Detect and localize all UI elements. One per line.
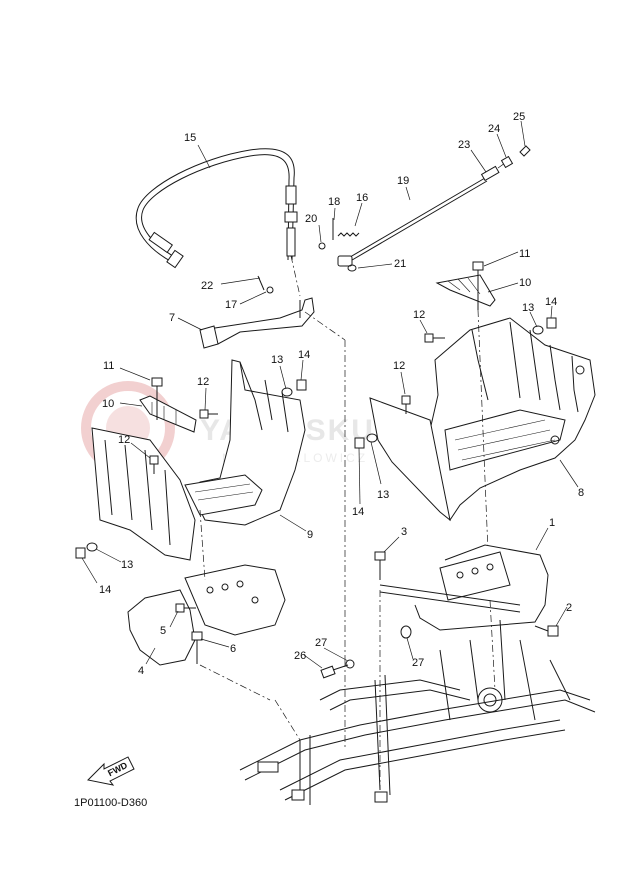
callout-13-right: 13 — [522, 302, 534, 314]
callout-13-center: 13 — [377, 489, 389, 501]
callout-11-right: 11 — [519, 248, 530, 260]
callout-27-right: 27 — [412, 657, 424, 669]
callout-12-left-upper: 12 — [197, 376, 209, 388]
callout-labels: 15 25 24 23 19 18 16 20 21 22 17 7 11 10… — [99, 111, 584, 677]
callout-27-left: 27 — [315, 637, 327, 649]
callout-11-left: 11 — [103, 360, 114, 372]
callout-21: 21 — [394, 258, 406, 270]
right-footrest — [369, 317, 596, 522]
diagram-code: 1P01100-D360 — [74, 797, 147, 809]
callout-19: 19 — [397, 175, 409, 187]
callout-12-right-lower: 12 — [393, 360, 405, 372]
callout-13-left: 13 — [121, 559, 133, 571]
callout-20: 20 — [305, 213, 317, 225]
callout-16: 16 — [356, 192, 368, 204]
callout-5: 5 — [160, 625, 166, 637]
callout-14-center: 14 — [352, 506, 364, 518]
callout-23: 23 — [458, 139, 470, 151]
callout-3: 3 — [401, 526, 407, 538]
callout-26: 26 — [294, 650, 306, 662]
forward-arrow-icon: FWD — [86, 756, 135, 786]
callout-12-right-upper: 12 — [413, 309, 425, 321]
brake-rod — [318, 145, 531, 272]
callout-22: 22 — [201, 280, 213, 292]
callout-15: 15 — [184, 132, 196, 144]
callout-17: 17 — [225, 299, 237, 311]
callout-25: 25 — [513, 111, 525, 123]
left-footrest-pad — [75, 377, 307, 581]
brake-pedal — [199, 275, 346, 660]
left-footrest — [91, 359, 306, 561]
callout-7: 7 — [169, 312, 175, 324]
callout-10-left: 10 — [102, 398, 114, 410]
right-bolts — [354, 317, 557, 449]
brake-cable — [135, 148, 301, 297]
right-bracket — [374, 544, 559, 790]
leader-lines — [81, 120, 579, 669]
callout-10-right: 10 — [519, 277, 531, 289]
callout-1: 1 — [549, 517, 555, 529]
callout-12-left-lower: 12 — [118, 434, 130, 446]
callout-14-left: 14 — [99, 584, 111, 596]
callout-6: 6 — [230, 643, 236, 655]
callout-9: 9 — [307, 529, 313, 541]
callout-13-middle: 13 — [271, 354, 283, 366]
callout-8: 8 — [578, 487, 584, 499]
vehicle-frame — [239, 599, 596, 805]
callout-4: 4 — [138, 665, 144, 677]
callout-18: 18 — [328, 196, 340, 208]
callout-14-right: 14 — [545, 296, 557, 308]
left-bracket — [127, 564, 286, 701]
callout-14-middle: 14 — [298, 349, 310, 361]
callout-24: 24 — [488, 123, 500, 135]
callout-2: 2 — [566, 602, 572, 614]
